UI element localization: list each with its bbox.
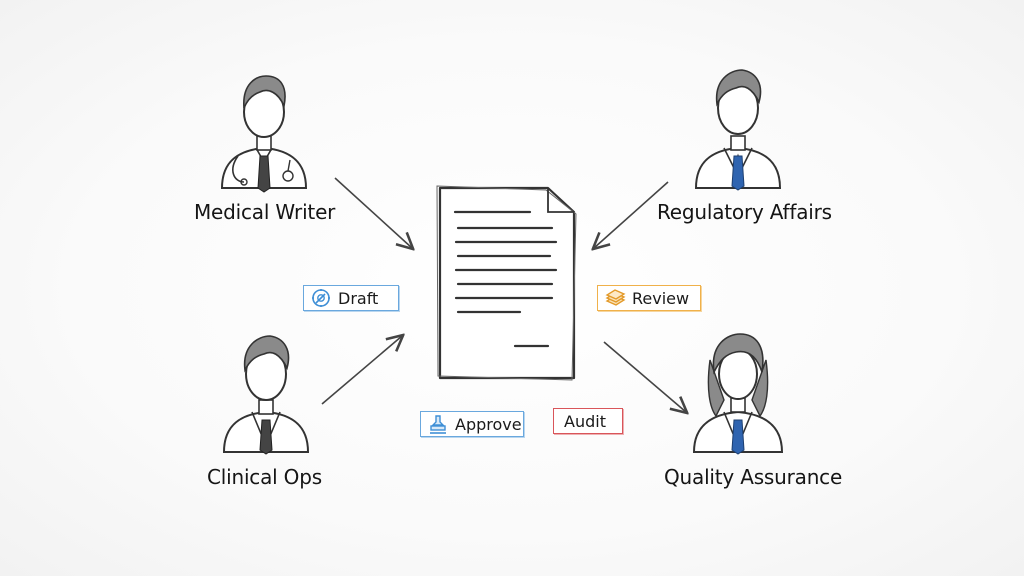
approve-badge: Approve — [420, 411, 524, 437]
arrow-regulatory-affairs — [594, 181, 669, 248]
clinical-ops-avatar-icon — [222, 335, 310, 455]
regulatory-affairs-avatar-icon — [694, 69, 782, 191]
quality-assurance-label: Quality Assurance — [664, 465, 843, 489]
arrow-clinical-ops — [321, 336, 402, 405]
draft-badge: Draft — [303, 285, 399, 311]
approve-label: Approve — [455, 414, 522, 434]
review-badge: Review — [597, 285, 701, 311]
medical-writer-label: Medical Writer — [194, 200, 336, 224]
clinical-ops-label: Clinical Ops — [207, 465, 322, 489]
arrow-medical-writer — [334, 177, 412, 248]
document-icon — [436, 185, 577, 381]
audit-label: Audit — [564, 411, 606, 431]
arrow-quality-assurance — [603, 341, 686, 412]
gear-pencil-icon — [312, 289, 330, 307]
review-label: Review — [632, 288, 690, 308]
medical-writer-avatar-icon — [220, 75, 308, 193]
regulatory-affairs-label: Regulatory Affairs — [657, 200, 832, 224]
quality-assurance-avatar-icon — [692, 333, 784, 455]
stack-of-papers-icon — [605, 289, 626, 306]
stamp-icon — [430, 415, 446, 434]
audit-badge: Audit — [553, 408, 623, 434]
draft-label: Draft — [338, 288, 379, 308]
